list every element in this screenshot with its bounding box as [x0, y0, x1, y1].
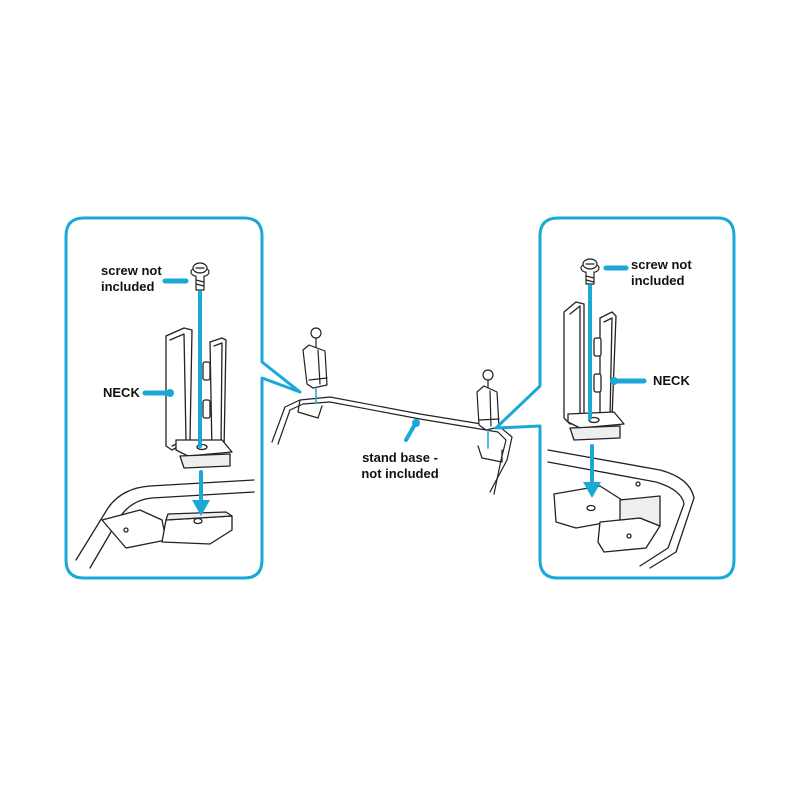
- right-screw-icon: [580, 258, 600, 285]
- right-neck-detail: [563, 301, 625, 441]
- left-neck-leader-dot: [166, 389, 174, 397]
- left-screw-label-line1: screw not: [101, 263, 162, 278]
- left-neck-label: NECK: [103, 385, 140, 400]
- stand-base-leader-dot: [412, 419, 420, 427]
- right-screw-label-line1: screw not: [631, 257, 692, 272]
- left-screw-label-line2: included: [101, 279, 155, 294]
- stand-base-label-line2: not included: [361, 466, 439, 481]
- stand-base-label-line1: stand base -: [362, 450, 438, 465]
- right-stand-base-detail: [547, 449, 695, 569]
- overview-stand-base: [271, 396, 513, 495]
- left-screw-label: screw not included: [101, 263, 162, 295]
- right-screw-label-line2: included: [631, 273, 685, 288]
- right-down-arrow-icon: [583, 482, 601, 498]
- stand-base-label: stand base - not included: [355, 450, 445, 482]
- overview-neck-left: [302, 327, 328, 404]
- right-neck-label: NECK: [653, 373, 690, 388]
- right-detail-callout: [494, 216, 736, 580]
- overview-neck-right: [476, 369, 500, 449]
- left-stand-base-detail: [75, 479, 255, 569]
- left-detail-callout: [64, 216, 302, 580]
- stand-base-leader: [404, 424, 416, 442]
- left-screw-icon: [190, 262, 210, 291]
- left-down-arrow-icon: [192, 500, 210, 516]
- left-neck-detail: [165, 327, 233, 469]
- right-screw-label: screw not included: [631, 257, 692, 289]
